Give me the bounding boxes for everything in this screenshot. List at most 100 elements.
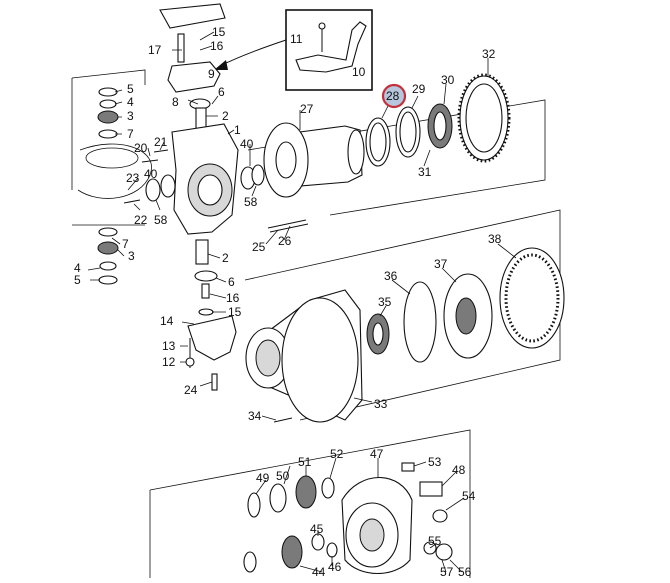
seal-58-right bbox=[251, 164, 265, 186]
callout-6-top[interactable]: 6 bbox=[218, 85, 225, 99]
washer-6-bottom bbox=[194, 270, 218, 282]
seal-58-left bbox=[145, 178, 161, 202]
callout-29[interactable]: 29 bbox=[412, 82, 426, 96]
callout-51[interactable]: 51 bbox=[298, 455, 312, 469]
callout-3-top[interactable]: 3 bbox=[127, 109, 134, 123]
planet-carrier-47-bore bbox=[359, 518, 385, 552]
callout-53[interactable]: 53 bbox=[428, 455, 442, 469]
hub-spline bbox=[347, 129, 365, 175]
callout-23[interactable]: 23 bbox=[126, 171, 140, 185]
callout-9[interactable]: 9 bbox=[208, 67, 215, 81]
callout-15-top[interactable]: 15 bbox=[212, 25, 226, 39]
callout-55[interactable]: 55 bbox=[428, 534, 442, 548]
callout-34[interactable]: 34 bbox=[248, 409, 262, 423]
callout-44[interactable]: 44 bbox=[312, 565, 326, 579]
callout-50[interactable]: 50 bbox=[276, 469, 290, 483]
bearing-3-top bbox=[97, 110, 119, 124]
callout-54[interactable]: 54 bbox=[462, 489, 476, 503]
callout-58-left[interactable]: 58 bbox=[154, 213, 168, 227]
wheel-hub-33-flange bbox=[281, 297, 359, 423]
frame-upper-left bbox=[71, 69, 146, 190]
washer-49 bbox=[247, 492, 261, 518]
leader-lines bbox=[87, 31, 517, 573]
seal-5-top bbox=[98, 87, 118, 97]
callout-26[interactable]: 26 bbox=[278, 234, 292, 248]
callout-37[interactable]: 37 bbox=[434, 257, 448, 271]
callout-49[interactable]: 49 bbox=[256, 471, 270, 485]
callout-20[interactable]: 20 bbox=[134, 141, 148, 155]
callout-4-top[interactable]: 4 bbox=[127, 95, 134, 109]
callout-48[interactable]: 48 bbox=[452, 463, 466, 477]
callout-2-bottom[interactable]: 2 bbox=[222, 251, 229, 265]
callout-40-left[interactable]: 40 bbox=[144, 167, 158, 181]
pin-48 bbox=[419, 481, 443, 497]
callout-58-right[interactable]: 58 bbox=[244, 195, 258, 209]
ring-29-inner bbox=[399, 111, 417, 153]
callout-24[interactable]: 24 bbox=[184, 383, 198, 397]
callout-7-top[interactable]: 7 bbox=[127, 127, 134, 141]
callout-21[interactable]: 21 bbox=[154, 135, 168, 149]
ring-28-inner bbox=[369, 122, 387, 162]
callout-45[interactable]: 45 bbox=[310, 522, 324, 536]
callout-28[interactable]: 28 bbox=[386, 89, 400, 103]
callout-7-bottom[interactable]: 7 bbox=[122, 237, 129, 251]
callout-8[interactable]: 8 bbox=[172, 95, 179, 109]
callout-25[interactable]: 25 bbox=[252, 240, 266, 254]
callout-32[interactable]: 32 bbox=[482, 47, 496, 61]
callout-40-right[interactable]: 40 bbox=[240, 137, 254, 151]
washer-46 bbox=[326, 542, 338, 558]
grease-fitting-16 bbox=[201, 283, 210, 299]
ring-gear-38-teeth bbox=[504, 253, 560, 343]
snap-ring-36 bbox=[403, 281, 437, 363]
bearing-30-bore bbox=[433, 111, 447, 141]
callout-36[interactable]: 36 bbox=[384, 269, 398, 283]
seal-5-bottom bbox=[98, 275, 118, 285]
callout-13[interactable]: 13 bbox=[162, 339, 176, 353]
callout-11[interactable]: 11 bbox=[290, 32, 303, 46]
washer-52 bbox=[321, 477, 335, 499]
callout-46[interactable]: 46 bbox=[328, 560, 342, 574]
callout-16-top[interactable]: 16 bbox=[210, 39, 224, 53]
callout-57[interactable]: 57 bbox=[440, 565, 454, 579]
inset-arrow-icon bbox=[214, 60, 228, 70]
ring-4-top bbox=[99, 99, 117, 109]
callout-12[interactable]: 12 bbox=[162, 355, 176, 369]
callout-6-bottom[interactable]: 6 bbox=[228, 275, 235, 289]
bolt-22 bbox=[123, 199, 141, 204]
hub-flange-center bbox=[275, 141, 297, 179]
callout-30[interactable]: 30 bbox=[441, 73, 455, 87]
clamp-9 bbox=[167, 61, 221, 93]
bolt-20 bbox=[141, 159, 159, 163]
callout-3-bottom[interactable]: 3 bbox=[128, 249, 135, 263]
callout-56[interactable]: 56 bbox=[458, 565, 472, 579]
callout-47[interactable]: 47 bbox=[370, 447, 384, 461]
callout-22[interactable]: 22 bbox=[134, 213, 148, 227]
callout-28-highlight[interactable]: 28 bbox=[381, 83, 407, 109]
axle-housing-outline bbox=[77, 143, 152, 199]
callout-4-bottom[interactable]: 4 bbox=[74, 261, 81, 275]
callout-31[interactable]: 31 bbox=[418, 165, 432, 179]
plug-56 bbox=[435, 543, 453, 561]
callout-10[interactable]: 10 bbox=[352, 65, 366, 79]
callout-14[interactable]: 14 bbox=[160, 314, 174, 328]
callout-33[interactable]: 33 bbox=[374, 397, 388, 411]
callout-16-bottom[interactable]: 16 bbox=[226, 291, 240, 305]
callout-27[interactable]: 27 bbox=[300, 102, 314, 116]
frame-lower-assembly bbox=[149, 429, 471, 578]
callout-1[interactable]: 1 bbox=[234, 123, 241, 137]
callout-15-bottom[interactable]: 15 bbox=[228, 305, 242, 319]
washer-lower bbox=[243, 551, 257, 573]
washer-45 bbox=[311, 533, 325, 551]
bolt-53 bbox=[401, 462, 415, 472]
bearing-50 bbox=[269, 483, 287, 513]
callout-52[interactable]: 52 bbox=[330, 447, 344, 461]
callout-5-bottom[interactable]: 5 bbox=[74, 273, 81, 287]
callout-2-top[interactable]: 2 bbox=[222, 109, 229, 123]
callout-35[interactable]: 35 bbox=[378, 295, 392, 309]
callout-5-top[interactable]: 5 bbox=[127, 82, 134, 96]
seal-40-left bbox=[160, 174, 176, 198]
callout-17[interactable]: 17 bbox=[148, 43, 162, 57]
callout-38[interactable]: 38 bbox=[488, 232, 502, 246]
nut-12 bbox=[185, 357, 195, 367]
pin-24 bbox=[211, 373, 218, 391]
